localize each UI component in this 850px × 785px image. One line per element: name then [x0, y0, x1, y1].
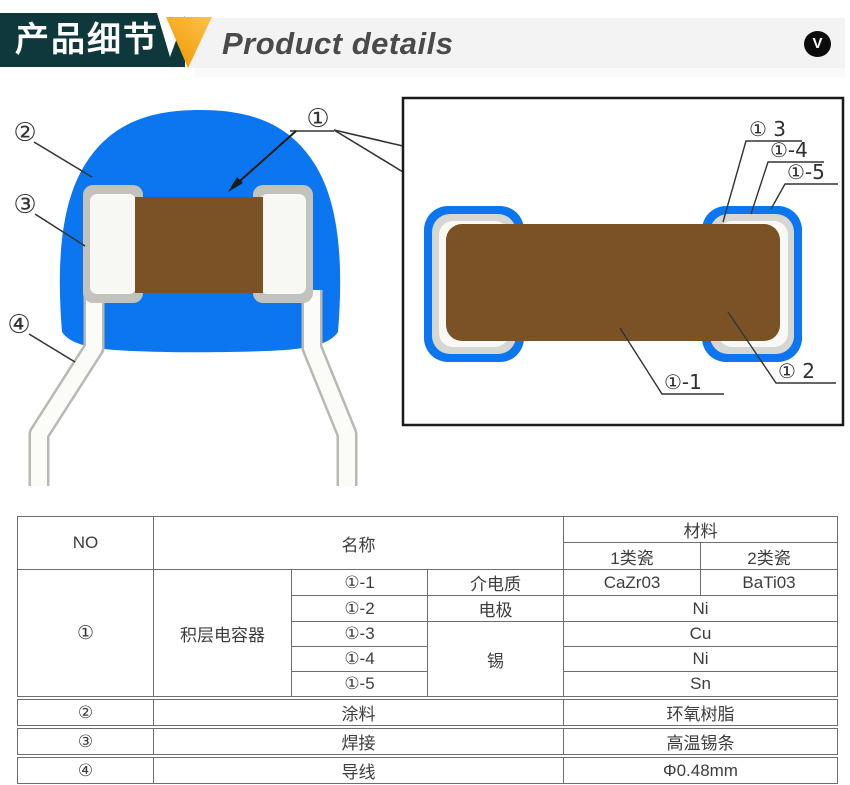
- cell-sub-part: 介电质: [426, 569, 565, 596]
- header-strip: [170, 18, 845, 68]
- callout-2-label: ②: [13, 118, 36, 148]
- table-row: ①-4 Ni: [18, 646, 839, 672]
- detail-label-3: ① 3: [749, 117, 786, 141]
- cell-no: ③: [17, 728, 154, 755]
- detail-label-1: ①-1: [664, 370, 702, 394]
- materials-table-row2: ② 涂料 环氧树脂: [17, 699, 838, 726]
- materials-table-row3: ③ 焊接 高温锡条: [17, 728, 838, 755]
- th-material: 材料: [563, 516, 839, 543]
- detail-leader-4: [750, 161, 824, 215]
- callout-3-label: ③: [13, 190, 36, 220]
- cell-no: ②: [17, 699, 154, 726]
- capacitor-diagram: ② ③ ④ ① ① 3 ①-4: [7, 96, 845, 486]
- th-no: NO: [17, 516, 154, 570]
- cell-sub-id: ①-5: [291, 671, 428, 697]
- detail-label-4: ①-4: [770, 138, 808, 162]
- lead-wire-left: [28, 290, 105, 486]
- th-name: 名称: [152, 516, 565, 570]
- table-row: ①-3 锡 Cu: [18, 621, 839, 697]
- detail-leader-1: [619, 327, 724, 395]
- page-title-en: Product details: [222, 26, 454, 61]
- materials-table: NO 名称 材料 1类瓷 2类瓷 ① 积层电容器 ①-1 介电质 CaZr03 …: [17, 516, 839, 784]
- detail-leader-2: [727, 311, 836, 384]
- table-header-row-2: 1类瓷 2类瓷: [18, 542, 839, 570]
- cell-group-name: 积层电容器: [153, 569, 292, 697]
- cell-sub-id: ①-2: [291, 595, 428, 622]
- detail-leader-5: [770, 183, 838, 210]
- cell-sub-id: ①-3: [291, 621, 428, 647]
- cell-mat: Ni: [563, 595, 839, 622]
- table-row: ③ 焊接 高温锡条: [17, 728, 838, 755]
- cell-mat: Φ0.48mm: [563, 757, 838, 784]
- cell-mat: Sn: [563, 671, 839, 697]
- cell-mat1: CaZr03: [563, 569, 702, 596]
- table-row: ① 积层电容器 ①-1 介电质 CaZr03 BaTi03: [17, 569, 839, 697]
- header-accent-triangles: [157, 13, 212, 68]
- orange-triangle-icon: [166, 17, 212, 68]
- th-ceramic1: 1类瓷: [563, 542, 702, 570]
- materials-table-main: NO 名称 材料 1类瓷 2类瓷 ① 积层电容器 ①-1 介电质 CaZr03 …: [17, 516, 839, 697]
- callout-1-arrowhead: [228, 177, 243, 192]
- detail-label-2: ① 2: [778, 359, 815, 383]
- ceramic-chip-shape: [135, 197, 263, 293]
- cell-mat: 高温锡条: [563, 728, 838, 755]
- cell-group-no: ①: [17, 569, 154, 697]
- detail-leader-3: [722, 140, 802, 223]
- cell-mat2: BaTi03: [700, 569, 839, 596]
- table-row: ①-5 Sn: [18, 671, 839, 697]
- callout-4-label: ④: [7, 310, 30, 340]
- th-ceramic2: 2类瓷: [700, 542, 839, 570]
- detail-label-5: ①-5: [787, 160, 825, 184]
- terminal-left: [83, 185, 143, 303]
- cell-no: ④: [17, 757, 154, 784]
- table-row: ④ 导线 Φ0.48mm: [17, 757, 838, 784]
- terminal-right: [253, 185, 313, 303]
- zoom-line-top: [333, 129, 404, 147]
- callout-2-line: [33, 141, 93, 178]
- callout-1-arrow-line: [231, 130, 297, 189]
- cell-mat: 环氧树脂: [563, 699, 838, 726]
- materials-table-row4: ④ 导线 Φ0.48mm: [17, 757, 838, 784]
- cell-sub-id: ①-4: [291, 646, 428, 672]
- cell-sub-id: ①-1: [291, 569, 428, 596]
- lead-wire-right: [301, 290, 358, 486]
- header-strip-shadow: [195, 68, 845, 77]
- cell-mat: Cu: [563, 621, 839, 647]
- callout-4-line: [28, 333, 76, 363]
- cell-name: 涂料: [153, 699, 564, 726]
- callout-1-label: ①: [306, 104, 329, 134]
- cell-sub-part: 锡: [426, 621, 565, 697]
- page-title-cn: 产品细节: [0, 13, 185, 67]
- zoom-line-bottom: [333, 129, 404, 173]
- table-row: ② 涂料 环氧树脂: [17, 699, 838, 726]
- dielectric-body-shape: [446, 224, 780, 341]
- v-badge: V: [804, 31, 831, 57]
- table-header-row-1: NO 名称 材料: [17, 516, 839, 570]
- cell-sub-part: 电极: [426, 595, 565, 622]
- cell-mat: Ni: [563, 646, 839, 672]
- cell-name: 焊接: [153, 728, 564, 755]
- table-row: ①-2 电极 Ni: [18, 595, 839, 622]
- cell-name: 导线: [153, 757, 564, 784]
- callout-3-line: [34, 213, 86, 247]
